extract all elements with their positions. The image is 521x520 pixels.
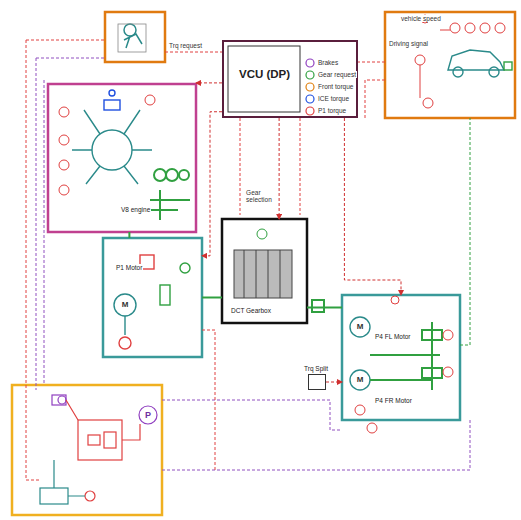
motor-symbol-letter: M xyxy=(356,322,365,331)
signal-name: Driving signal xyxy=(388,40,429,47)
motor-symbol-letter: M xyxy=(121,300,130,309)
signal-wires xyxy=(26,40,470,480)
connector xyxy=(344,118,401,295)
connector xyxy=(279,118,280,219)
p4-motor-symbols xyxy=(350,317,370,390)
p1-box xyxy=(103,238,202,357)
v8-engine-symbol xyxy=(72,90,152,184)
node-label: V8 engine xyxy=(120,206,151,213)
node-label: Trq Split xyxy=(303,365,329,372)
port-name: ICE torque xyxy=(317,95,350,102)
node-label: DCT Gearbox xyxy=(230,307,272,314)
vcu-ports xyxy=(306,59,314,115)
vcu-block xyxy=(228,46,300,112)
vehicle-icon xyxy=(448,50,512,77)
port-name: Gear request xyxy=(317,71,357,78)
connector-label: Gear selection xyxy=(245,189,275,204)
node-label: P4 FR Motor xyxy=(374,397,413,404)
engine-box: V8 engine xyxy=(48,84,196,232)
connector xyxy=(202,112,222,256)
p4-motor-box: P4 FL Motor P4 FR Motor xyxy=(342,295,460,420)
engine-sensors xyxy=(59,95,155,195)
node-label: VCU (DP) xyxy=(238,68,291,81)
node-label: P4 FL Motor xyxy=(374,333,412,340)
dct-box xyxy=(222,219,307,323)
node-label: P1 Motor xyxy=(115,264,143,271)
p4-drivetrain xyxy=(370,322,453,390)
signal-name: vehicle speed xyxy=(400,15,442,22)
driver-icon xyxy=(118,24,146,52)
p1-motor-symbol xyxy=(114,255,190,349)
vehicle-box xyxy=(385,12,515,118)
motor-symbol-letter: M xyxy=(356,375,365,384)
engine-gears xyxy=(150,169,190,220)
signal-name: Trq request xyxy=(168,42,203,49)
connector xyxy=(196,82,222,83)
connector xyxy=(326,382,342,383)
p4-sensors xyxy=(355,296,399,433)
battery-circuit xyxy=(40,395,157,504)
port-name: P1 torque xyxy=(317,107,347,114)
output-shaft xyxy=(312,300,324,312)
driver-box xyxy=(105,12,165,62)
connector xyxy=(202,297,222,299)
connector xyxy=(128,232,130,238)
torque-split-box: Trq Split xyxy=(308,374,326,390)
battery-box xyxy=(12,385,162,515)
dct-gearbox-symbol xyxy=(234,229,292,298)
port-name: Front torque xyxy=(317,83,354,90)
p4-box xyxy=(342,295,460,420)
dct-box: DCT Gearbox xyxy=(222,219,307,323)
p1-motor-box: P1 Motor xyxy=(103,238,202,357)
port-name: Brakes xyxy=(317,59,339,66)
sensor-circles xyxy=(415,15,505,108)
connector xyxy=(307,306,342,308)
power-symbol-letter: P xyxy=(144,410,152,420)
engine-box xyxy=(48,84,196,232)
